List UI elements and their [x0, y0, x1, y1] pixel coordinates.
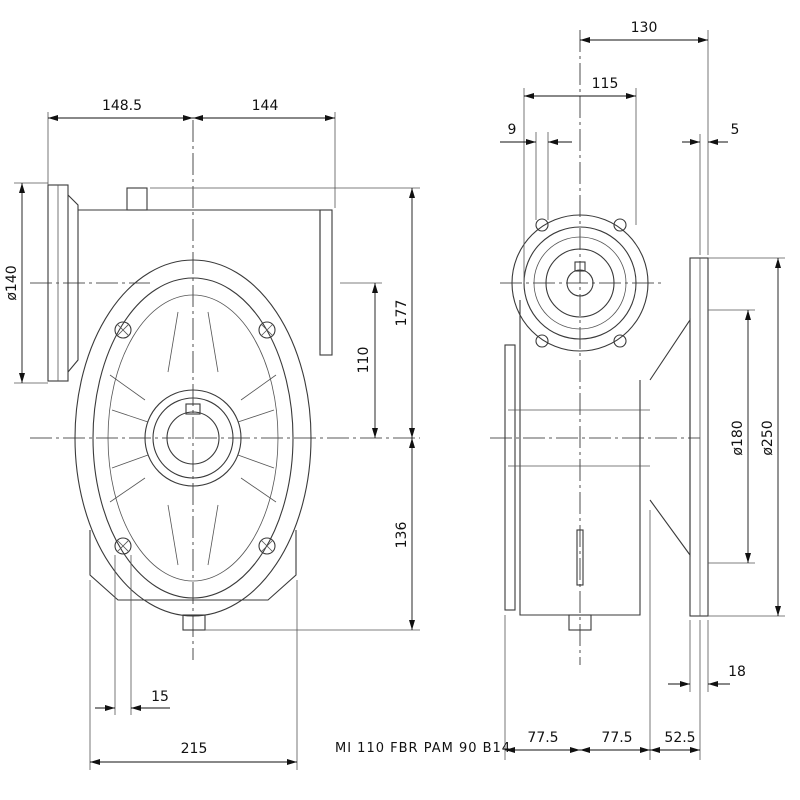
flange-ellipse — [107, 294, 279, 582]
dimension-side-inner: 115 — [523, 76, 637, 283]
dimension-flange-outer: ø250 — [708, 257, 785, 617]
dimension-flange-offset: 18 — [668, 620, 746, 692]
dim-flange-outer: ø250 — [760, 420, 776, 455]
side-input-outer — [511, 214, 649, 352]
side-body-left-face — [504, 344, 516, 611]
dim-base-b: 77.5 — [601, 730, 632, 746]
side-input-bore — [566, 269, 594, 297]
housing-base — [89, 530, 297, 601]
dimension-side-total: 130 — [580, 20, 709, 255]
dimension-center-to-input: 110 — [340, 282, 382, 438]
side-drain-plug — [568, 614, 592, 631]
dim-side-inner: 115 — [592, 76, 619, 92]
dim-center-to-input: 110 — [356, 347, 372, 374]
dim-left-width: 148.5 — [102, 98, 142, 114]
dimension-base-width: 215 — [89, 580, 298, 770]
drain-plug — [182, 614, 206, 631]
output-bore — [166, 411, 220, 465]
dim-bottom-height: 136 — [394, 522, 410, 549]
dim-pcd: ø180 — [730, 420, 746, 455]
dim-side-total: 130 — [631, 20, 658, 36]
dimension-top-widths: 148.5 144 — [47, 98, 336, 208]
input-flange-neck — [67, 194, 79, 373]
dim-base-a: 77.5 — [527, 730, 558, 746]
side-input-holes — [535, 218, 627, 348]
front-view: 148.5 144 ø140 110 177 136 — [4, 98, 420, 770]
dim-flange-thickness: 5 — [731, 122, 740, 138]
dimension-mount-hole: 15 — [95, 555, 170, 715]
keyway — [185, 403, 201, 415]
housing-top-outline — [78, 209, 321, 350]
housing-inner-ellipse — [92, 277, 294, 599]
dim-flange-diameter: ø140 — [4, 265, 20, 300]
side-view: 130 115 9 5 ø180 — [490, 20, 785, 760]
dimension-flange-diameter: ø140 — [4, 182, 48, 384]
side-key-slot — [576, 529, 584, 586]
hub-middle — [152, 397, 234, 479]
front-mounting-holes — [114, 321, 276, 555]
dimension-heights: 177 136 — [150, 187, 420, 631]
dim-base-c: 52.5 — [664, 730, 695, 746]
dimension-flange-thickness: 5 — [682, 122, 739, 255]
dimension-pcd: ø180 — [708, 309, 755, 564]
dim-right-width: 144 — [252, 98, 279, 114]
dim-top-height: 177 — [394, 300, 410, 327]
breather-plug — [126, 187, 148, 211]
output-cone — [649, 318, 691, 557]
side-input-keyway — [574, 261, 586, 272]
output-flange — [689, 257, 709, 617]
model-caption: MI 110 FBR PAM 90 B14 — [335, 741, 511, 756]
dim-mount-hole: 15 — [151, 689, 169, 705]
housing-outer-ellipse — [74, 259, 312, 617]
dim-side-small: 9 — [508, 122, 517, 138]
side-input-spigot — [545, 248, 615, 318]
housing-right-boss — [319, 209, 333, 356]
dim-base-width: 215 — [181, 741, 208, 757]
side-input-pcd — [533, 236, 627, 330]
dimension-side-small: 9 — [500, 122, 572, 220]
dim-flange-offset: 18 — [728, 664, 746, 680]
hub-outer — [144, 389, 242, 487]
housing-ribs — [109, 311, 277, 566]
dimension-side-base: 77.5 77.5 52.5 — [504, 510, 701, 760]
